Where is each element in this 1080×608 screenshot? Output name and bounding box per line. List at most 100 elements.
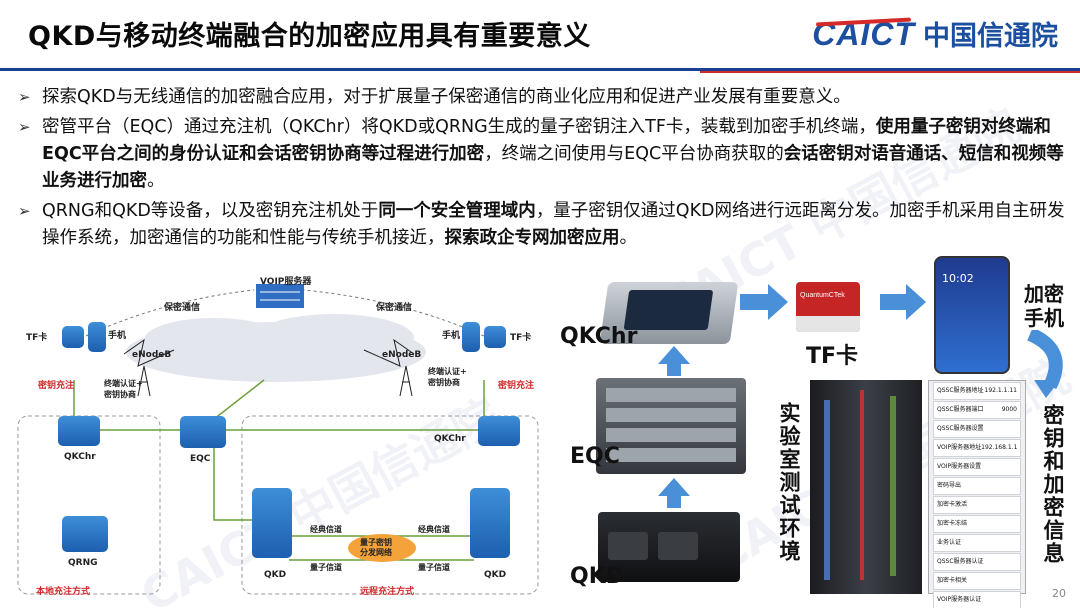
key-menu-label: 加密卡激活 bbox=[937, 501, 968, 508]
bullet-emphasis: 会话密钥对语音通话、短信和视频等业务进行加密 bbox=[42, 144, 1064, 191]
secure-comm-left: 保密通信 bbox=[164, 303, 201, 313]
phone-image: 10:02 bbox=[934, 256, 1010, 374]
phone-left-label: 手机 bbox=[108, 331, 127, 341]
auth-right-label: 终端认证+ 密钥协商 bbox=[428, 367, 467, 387]
bullet-segment: ，终端之间使用与EQC平台协商获取的 bbox=[484, 144, 784, 164]
bullet-emphasis: 同一个安全管理域内 bbox=[378, 201, 536, 221]
tf-card-right-icon bbox=[484, 326, 506, 348]
bullet-segment: QRNG和QKD等设备，以及密钥充注机处于 bbox=[42, 201, 379, 221]
tf-caption: TF卡 bbox=[806, 344, 859, 369]
tf-right-label: TF卡 bbox=[510, 333, 532, 343]
classic-channel-left: 经典信道 bbox=[310, 525, 342, 534]
local-mode-label: 本地充注方式 bbox=[36, 587, 91, 597]
qkd-network-label: 量子密钥 分发网络 bbox=[360, 538, 392, 557]
quantum-channel-right: 量子信道 bbox=[418, 563, 450, 572]
bullet-segment: 探索QKD与无线通信的加密融合应用，对于扩展量子保密通信的商业化应用和促进产业发… bbox=[42, 87, 851, 107]
key-menu-item: 加密卡冻结 bbox=[933, 515, 1021, 533]
arrow-qkd-to-eqc bbox=[658, 478, 690, 496]
key-menu-item: 加密卡激活 bbox=[933, 496, 1021, 514]
key-menu-label: QSSC服务器端口 bbox=[937, 406, 984, 413]
qkd-left-icon bbox=[252, 488, 292, 558]
key-menu-label: VOIP服务器地址 bbox=[937, 444, 982, 451]
secure-comm-right: 保密通信 bbox=[376, 303, 413, 313]
bullet-segment: 。 bbox=[619, 228, 638, 248]
key-menu-label: QSSC服务器认证 bbox=[937, 558, 984, 565]
tower-right-icon bbox=[399, 365, 413, 397]
key-menu-label: VOIP服务器认证 bbox=[937, 596, 982, 603]
secure-link-right bbox=[303, 289, 485, 337]
qkchr-right-label: QKChr bbox=[434, 434, 466, 444]
tf-card-left-icon bbox=[62, 326, 84, 348]
tower-left-icon bbox=[137, 365, 151, 397]
bullet-segment: ，量子密钥仅通过QKD网络进行远距离分发。加密手机采用自主研发操作系统，加密通信… bbox=[42, 201, 1065, 248]
remote-mode-label: 远程充注方式 bbox=[360, 587, 415, 597]
key-menu-item: 密码导出 bbox=[933, 477, 1021, 495]
qkd-right-label: QKD bbox=[484, 570, 507, 580]
arrow-bullet-icon: ➢ bbox=[18, 118, 31, 136]
phone-right-label: 手机 bbox=[442, 331, 461, 341]
auth-left-label: 终端认证+ 密钥协商 bbox=[104, 379, 143, 399]
voip-label: VOIP服务器 bbox=[260, 277, 312, 287]
key-info-caption: 密钥和加密信息 bbox=[1041, 404, 1065, 565]
slide-title: QKD与移动终端融合的加密应用具有重要意义 bbox=[28, 21, 591, 52]
eqc-device-image bbox=[596, 378, 746, 474]
tf-brand: QuantumCTek bbox=[800, 292, 845, 299]
bullet-item: ➢ 密管平台（EQC）通过充注机（QKChr）将QKD或QRNG生成的量子密钥注入… bbox=[18, 114, 1068, 195]
header-rule-blue bbox=[0, 68, 1080, 71]
bullet-emphasis: 探索政企专网加密应用 bbox=[444, 228, 620, 248]
diagram-svg bbox=[17, 284, 539, 595]
key-menu-value: 192.168.1.1 bbox=[981, 444, 1018, 451]
phone-right-icon bbox=[462, 322, 480, 352]
key-menu-label: 加密卡相关 bbox=[937, 577, 968, 584]
bullet-segment: 。 bbox=[147, 171, 165, 191]
key-menu-label: QSSC服务器设置 bbox=[937, 425, 984, 432]
page-number: 20 bbox=[1052, 587, 1066, 600]
curved-arrow bbox=[1026, 330, 1063, 398]
classic-channel-right: 经典信道 bbox=[418, 525, 450, 534]
network-diagram: VOIP服务器 保密通信 保密通信 TF卡 手机 手机 TF卡 eNodeB e… bbox=[14, 270, 544, 600]
key-menu-label: 密码导出 bbox=[937, 482, 962, 489]
key-menu-item: QSSC服务器认证 bbox=[933, 553, 1021, 571]
qrng-icon bbox=[62, 516, 108, 552]
qkchr-right-icon bbox=[478, 416, 520, 446]
qkd-caption: QKD bbox=[570, 564, 625, 589]
key-menu-item: VOIP服务器认证 bbox=[933, 591, 1021, 608]
phone-left-icon bbox=[88, 322, 106, 352]
tf-card-image: QuantumCTek bbox=[796, 282, 860, 332]
lab-environment-image bbox=[810, 380, 922, 594]
qkchr-left-label: QKChr bbox=[64, 452, 96, 462]
qkd-left-label: QKD bbox=[264, 570, 287, 580]
bullet-emphasis: 使用量子密钥对终端和EQC平台之间的身份认证和会话密钥协商等过程进行加密 bbox=[42, 117, 1051, 164]
bullet-text: 密管平台（EQC）通过充注机（QKChr）将QKD或QRNG生成的量子密钥注入T… bbox=[42, 114, 1068, 195]
key-menu-label: 业务认证 bbox=[937, 539, 962, 546]
qrng-label: QRNG bbox=[68, 558, 98, 568]
bullet-text: QRNG和QKD等设备，以及密钥充注机处于同一个安全管理域内，量子密钥仅通过QK… bbox=[42, 198, 1068, 252]
key-menu-value: 192.1.1.11 bbox=[984, 387, 1017, 394]
key-menu-item: 加密卡相关 bbox=[933, 572, 1021, 590]
quantum-channel-left: 量子信道 bbox=[310, 563, 342, 572]
tf-left-label: TF卡 bbox=[26, 333, 48, 343]
remote-frame bbox=[241, 415, 539, 595]
bullet-item: ➢ 探索QKD与无线通信的加密融合应用，对于扩展量子保密通信的商业化应用和促进产业… bbox=[18, 84, 1068, 111]
lab-caption: 实验室测试环境 bbox=[777, 402, 801, 563]
key-menu-label: QSSC服务器地址 bbox=[937, 387, 984, 394]
eqc-icon bbox=[180, 416, 226, 448]
arrow-bullet-icon: ➢ bbox=[18, 88, 31, 106]
qkchr-caption: QKChr bbox=[560, 324, 638, 349]
logo-cn: 中国信通院 bbox=[923, 21, 1058, 52]
key-menu-item: VOIP服务器设置 bbox=[933, 458, 1021, 476]
voip-server-icon bbox=[256, 284, 304, 308]
qkd-network-node bbox=[348, 534, 416, 562]
eqc-label: EQC bbox=[190, 454, 211, 464]
arrow-tf-to-phone bbox=[880, 294, 908, 310]
qkchr-left-icon bbox=[58, 416, 100, 446]
slide-header: QKD与移动终端融合的加密应用具有重要意义 CAICT 中国信通院 bbox=[0, 0, 1080, 70]
bullet-text: 探索QKD与无线通信的加密融合应用，对于扩展量子保密通信的商业化应用和促进产业发… bbox=[42, 84, 851, 111]
key-fill-right: 密钥充注 bbox=[498, 381, 535, 391]
bullet-list: ➢ 探索QKD与无线通信的加密融合应用，对于扩展量子保密通信的商业化应用和促进产业… bbox=[18, 84, 1068, 255]
bullet-item: ➢QRNG和QKD等设备，以及密钥充注机处于同一个安全管理域内，量子密钥仅通过Q… bbox=[18, 198, 1068, 252]
arrow-eqc-to-qkchr bbox=[658, 346, 690, 364]
